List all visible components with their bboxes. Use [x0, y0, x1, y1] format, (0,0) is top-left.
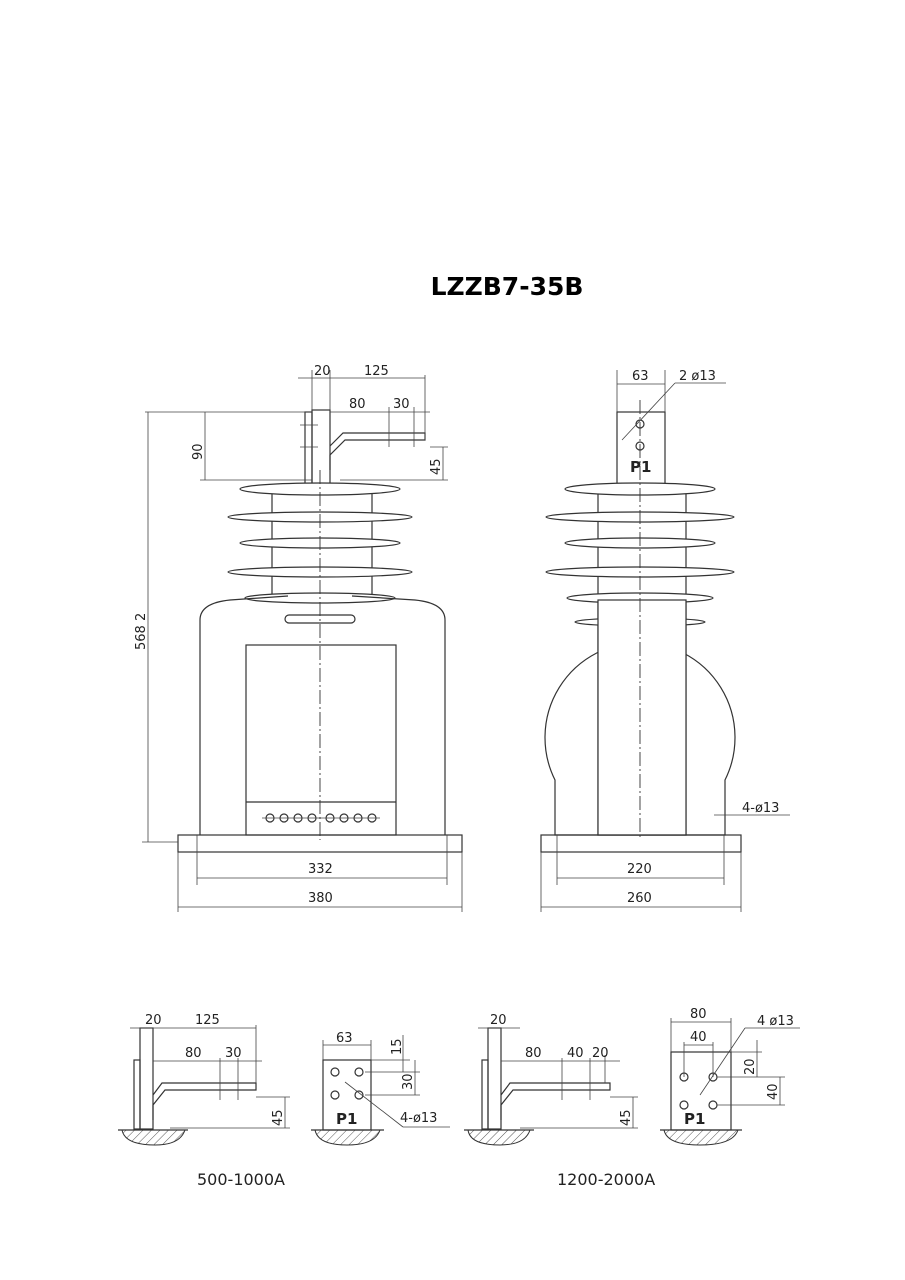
side-hole-callout: 2 ø13 — [679, 369, 716, 384]
d2-hole-callout: 4 ø13 — [757, 1014, 794, 1029]
front-dim-30: 30 — [393, 397, 410, 412]
d1-dim-45: 45 — [271, 1109, 286, 1126]
d1-p1-label: P1 — [336, 1110, 357, 1128]
front-view: 20 125 80 30 90 45 568 2 332 380 — [134, 364, 463, 912]
front-dim-380: 380 — [308, 891, 333, 906]
front-dim-90: 90 — [191, 443, 206, 460]
front-window — [245, 644, 397, 836]
side-p1-label: P1 — [630, 458, 651, 476]
d1-dim-30: 30 — [225, 1046, 242, 1061]
side-dim-260: 260 — [627, 891, 652, 906]
d2-dim-40: 40 — [567, 1046, 584, 1061]
front-dim-45: 45 — [429, 458, 444, 475]
side-dim-63: 63 — [632, 369, 649, 384]
d1-dim-30v: 30 — [401, 1073, 416, 1090]
detail-1200-2000a: 20 80 40 20 45 P1 80 40 20 40 4 ø13 1200… — [464, 1007, 800, 1189]
d2-dim-80w: 80 — [690, 1007, 707, 1022]
front-bent-bar — [329, 432, 426, 470]
d2-dim-20b: 20 — [592, 1046, 609, 1061]
front-dim-20: 20 — [314, 364, 331, 379]
caption-1200-2000a: 1200-2000A — [557, 1170, 655, 1189]
front-dim-332: 332 — [308, 862, 333, 877]
front-dim-568: 568 2 — [134, 613, 149, 650]
front-base — [177, 834, 463, 853]
d1-hole-callout: 4-ø13 — [400, 1111, 437, 1126]
d1-dim-125: 125 — [195, 1013, 220, 1028]
d1-dim-63: 63 — [336, 1031, 353, 1046]
side-base — [540, 834, 742, 853]
d1-dim-20: 20 — [145, 1013, 162, 1028]
d2-dim-20: 20 — [490, 1013, 507, 1028]
side-dim-220: 220 — [627, 862, 652, 877]
detail-500-1000a: 20 125 80 30 45 P1 63 15 30 4-ø13 500-10… — [118, 1013, 450, 1189]
caption-500-1000a: 500-1000A — [197, 1170, 285, 1189]
d2-p1-label: P1 — [684, 1110, 705, 1128]
front-dim-80: 80 — [349, 397, 366, 412]
side-view: P1 63 2 ø13 4-ø13 220 260 — [540, 369, 790, 912]
d1-dim-80: 80 — [185, 1046, 202, 1061]
d2-dim-20v: 20 — [743, 1058, 758, 1075]
d2-dim-80: 80 — [525, 1046, 542, 1061]
drawing-title: LZZB7-35B — [430, 272, 584, 301]
side-mount-hole-callout: 4-ø13 — [742, 801, 779, 816]
d2-dim-40h: 40 — [690, 1030, 707, 1045]
d2-dim-45: 45 — [619, 1109, 634, 1126]
d2-dim-40v: 40 — [766, 1083, 781, 1100]
front-body — [199, 595, 446, 835]
front-terminal-bar — [311, 409, 331, 486]
secondary-terminals — [262, 813, 380, 823]
front-dim-125: 125 — [364, 364, 389, 379]
d1-dim-15: 15 — [390, 1038, 405, 1055]
